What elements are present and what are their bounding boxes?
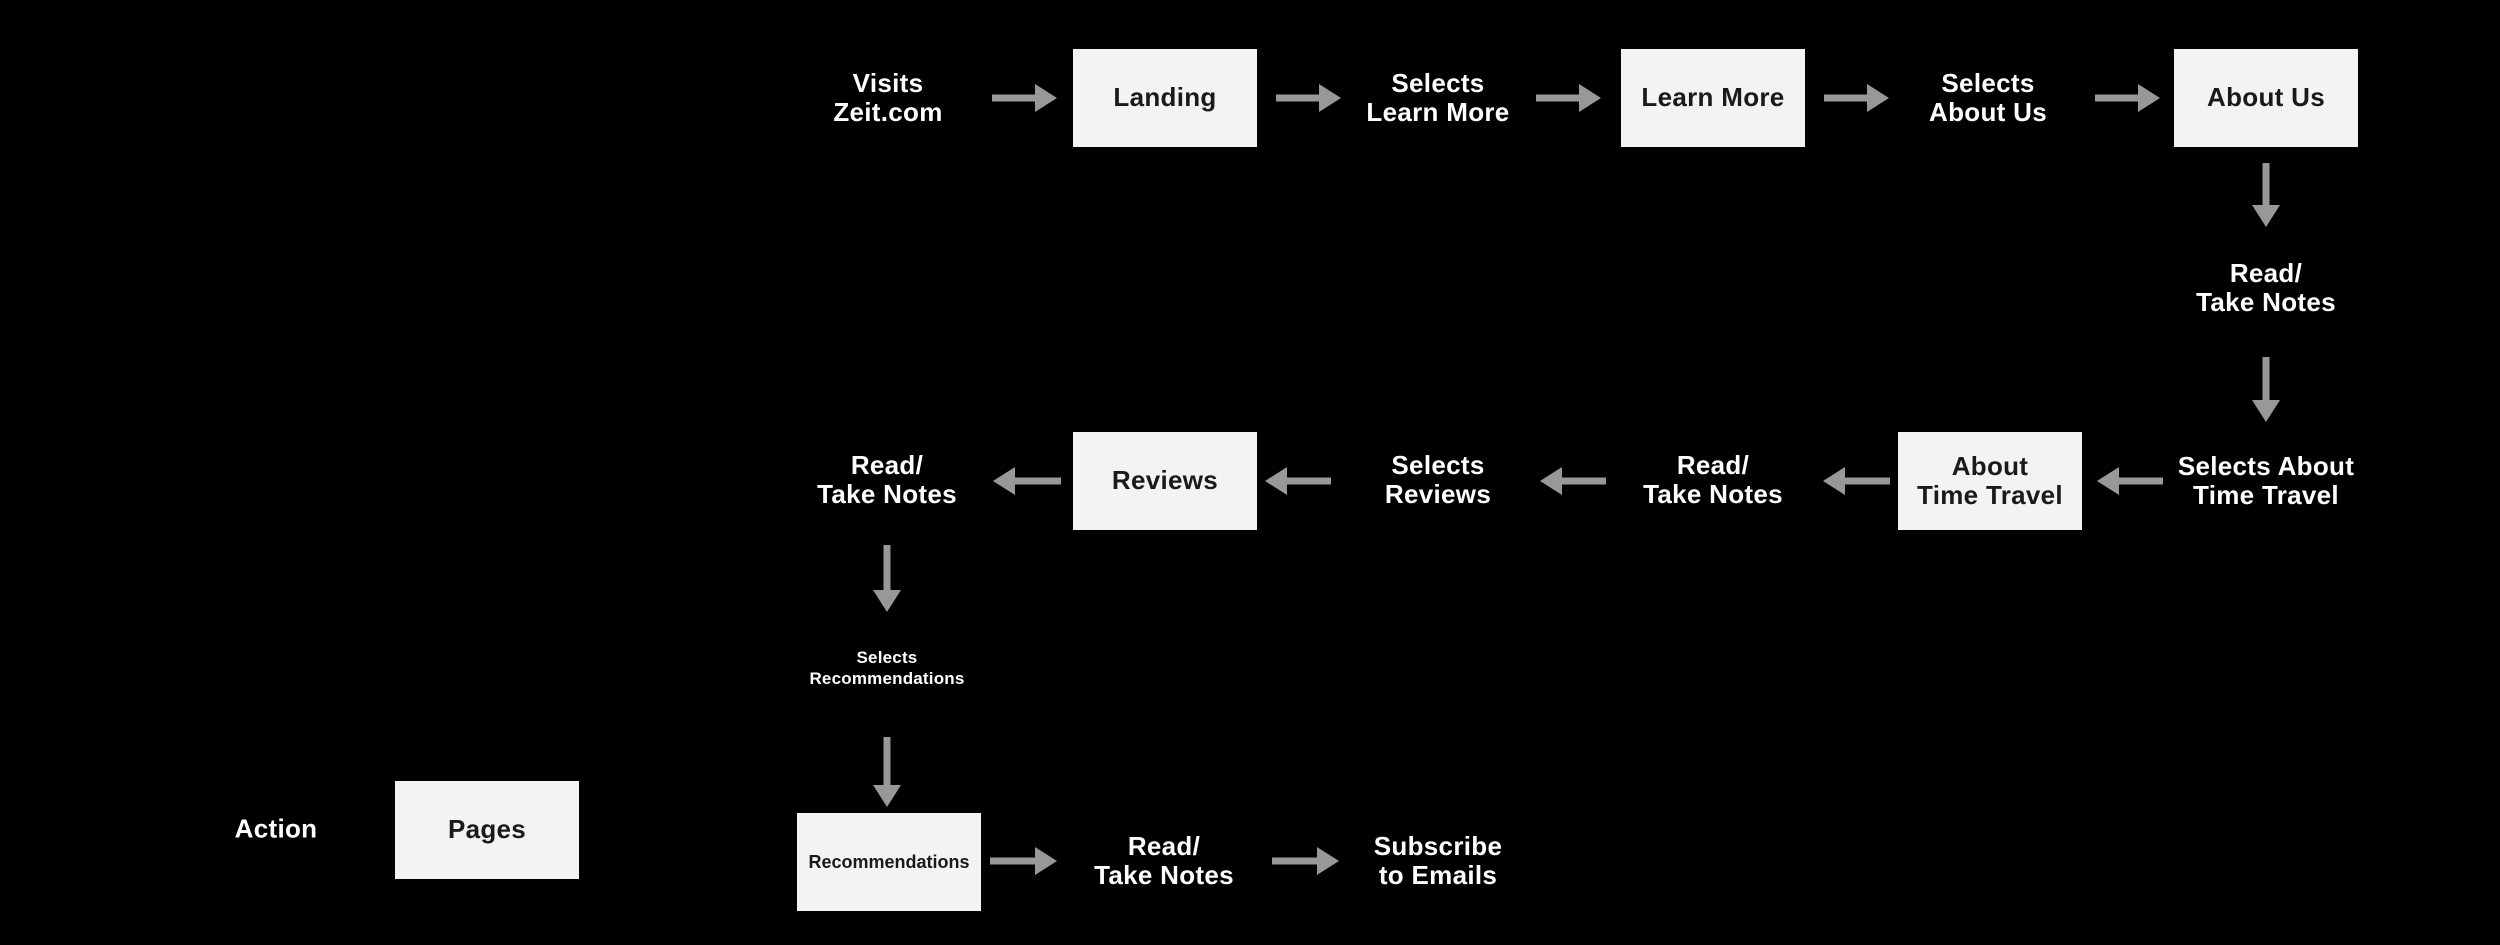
arrow-left-icon bbox=[1823, 466, 1890, 496]
arrow-head bbox=[1035, 847, 1057, 875]
label-selects-learn-more: Selects Learn More bbox=[1366, 67, 1510, 127]
arrow-shaft bbox=[1272, 857, 1319, 865]
arrow-head bbox=[1540, 467, 1562, 495]
arrow-shaft bbox=[883, 545, 891, 594]
label-selects-recommendations: Selects Recommendations bbox=[809, 647, 965, 688]
label-selects-reviews: Selects Reviews bbox=[1384, 449, 1492, 509]
node-about-us: About Us bbox=[2174, 49, 2358, 147]
arrow-right-icon bbox=[1824, 83, 1889, 113]
arrow-head bbox=[1823, 467, 1845, 495]
node-about-time-travel-label: About Time Travel bbox=[1917, 450, 2063, 510]
arrow-shaft bbox=[2262, 357, 2270, 404]
arrow-shaft bbox=[1276, 94, 1321, 102]
arrow-shaft bbox=[1560, 477, 1606, 485]
arrow-shaft bbox=[2262, 163, 2270, 209]
arrow-head bbox=[873, 590, 901, 612]
arrow-right-icon bbox=[1536, 83, 1601, 113]
arrow-down-icon bbox=[872, 545, 902, 612]
arrow-shaft bbox=[1013, 477, 1061, 485]
arrow-right-icon bbox=[1272, 846, 1339, 876]
arrow-shaft bbox=[1824, 94, 1869, 102]
arrow-head bbox=[993, 467, 1015, 495]
label-visits-zeit: Visits Zeit.com bbox=[833, 67, 943, 127]
label-subscribe-to-emails: Subscribe to Emails bbox=[1373, 830, 1503, 890]
arrow-head bbox=[1579, 84, 1601, 112]
label-selects-about-time-travel: Selects About Time Travel bbox=[2177, 450, 2355, 510]
arrow-right-icon bbox=[990, 846, 1057, 876]
node-landing: Landing bbox=[1073, 49, 1257, 147]
arrow-shaft bbox=[1843, 477, 1890, 485]
arrow-shaft bbox=[992, 94, 1037, 102]
arrow-shaft bbox=[990, 857, 1037, 865]
arrow-head bbox=[1265, 467, 1287, 495]
label-read-take-notes-after-reviews: Read/ Take Notes bbox=[817, 449, 957, 509]
arrow-down-icon bbox=[2251, 357, 2281, 422]
arrow-right-icon bbox=[2095, 83, 2160, 113]
node-learn-more-label: Learn More bbox=[1641, 82, 1785, 113]
node-recommendations-label: Recommendations bbox=[808, 851, 970, 872]
arrow-down-icon bbox=[872, 737, 902, 807]
arrow-right-icon bbox=[1276, 83, 1341, 113]
label-read-take-notes-after-about-us: Read/ Take Notes bbox=[2196, 257, 2336, 317]
arrow-shaft bbox=[1536, 94, 1581, 102]
arrow-shaft bbox=[1285, 477, 1331, 485]
arrow-head bbox=[873, 785, 901, 807]
arrow-left-icon bbox=[1265, 466, 1331, 496]
arrow-head bbox=[1319, 84, 1341, 112]
label-selects-about-us: Selects About Us bbox=[1929, 67, 2047, 127]
arrow-head bbox=[1035, 84, 1057, 112]
node-recommendations: Recommendations bbox=[797, 813, 981, 911]
label-read-take-notes-after-recommendations: Read/ Take Notes bbox=[1094, 830, 1234, 890]
arrow-head bbox=[1867, 84, 1889, 112]
legend-pages-box: Pages bbox=[395, 781, 579, 879]
legend-pages-label: Pages bbox=[447, 814, 527, 845]
node-reviews: Reviews bbox=[1073, 432, 1257, 530]
arrow-head bbox=[2252, 205, 2280, 227]
node-landing-label: Landing bbox=[1113, 82, 1217, 113]
arrow-left-icon bbox=[2097, 466, 2163, 496]
arrow-head bbox=[2138, 84, 2160, 112]
arrow-head bbox=[2252, 400, 2280, 422]
node-reviews-label: Reviews bbox=[1111, 465, 1219, 496]
arrow-shaft bbox=[2117, 477, 2163, 485]
arrow-left-icon bbox=[1540, 466, 1606, 496]
node-about-us-label: About Us bbox=[2207, 82, 2325, 113]
arrow-right-icon bbox=[992, 83, 1057, 113]
node-learn-more: Learn More bbox=[1621, 49, 1805, 147]
arrow-head bbox=[1317, 847, 1339, 875]
arrow-left-icon bbox=[993, 466, 1061, 496]
legend-action-label: Action bbox=[234, 813, 318, 844]
node-about-time-travel: About Time Travel bbox=[1898, 432, 2082, 530]
label-read-take-notes-after-time-travel: Read/ Take Notes bbox=[1643, 449, 1783, 509]
arrow-shaft bbox=[883, 737, 891, 789]
arrow-head bbox=[2097, 467, 2119, 495]
arrow-shaft bbox=[2095, 94, 2140, 102]
arrow-down-icon bbox=[2251, 163, 2281, 227]
